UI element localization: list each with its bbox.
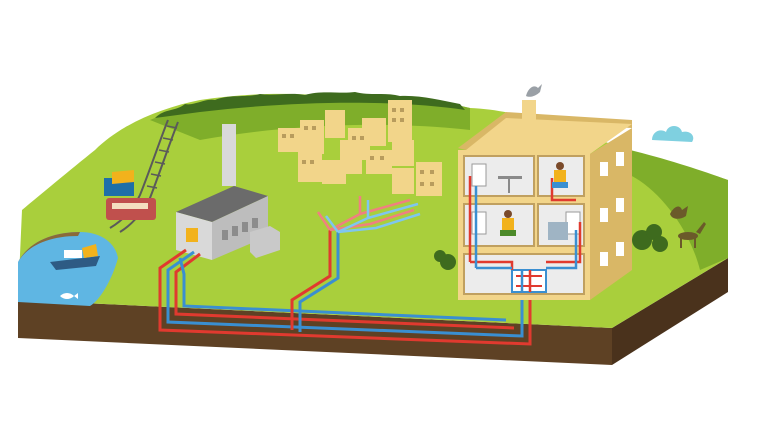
tree-icon xyxy=(434,224,668,270)
railway xyxy=(104,119,179,233)
house-cutaway-icon xyxy=(458,84,632,300)
plant-roof xyxy=(176,186,268,222)
house-chimney xyxy=(522,100,536,140)
return-branch xyxy=(298,232,340,332)
cloud-icon xyxy=(652,126,694,142)
harbor xyxy=(18,232,118,306)
return-pipe-inner xyxy=(178,257,507,322)
furniture xyxy=(498,176,568,240)
deer-icon xyxy=(670,206,706,248)
plant-annex xyxy=(250,226,280,258)
plant-windows xyxy=(222,218,258,240)
district-pipes xyxy=(158,230,532,346)
rail-sleepers xyxy=(146,125,178,189)
return-pipe-main xyxy=(166,250,524,338)
house-windows-side xyxy=(600,152,624,266)
house-roof xyxy=(458,112,632,150)
ship-hull xyxy=(50,256,100,270)
chimney-icon xyxy=(222,124,236,186)
soil-side xyxy=(612,258,728,365)
supply-pipe-main xyxy=(158,248,532,346)
ship-deck xyxy=(64,250,82,258)
house-roof-top xyxy=(466,118,632,154)
ship-icon xyxy=(50,244,100,270)
bird-icon xyxy=(526,84,542,97)
rail-track-icon xyxy=(109,119,169,229)
house-pipes xyxy=(468,176,582,292)
ship-cargo xyxy=(82,244,98,258)
power-plant-icon xyxy=(176,124,280,260)
person-icon xyxy=(500,162,568,236)
hot-pipe-surface xyxy=(316,196,415,232)
tree-line xyxy=(155,92,465,118)
apartment-windows xyxy=(282,108,434,186)
water-edge xyxy=(18,232,80,262)
fish-icon xyxy=(60,293,78,299)
cold-pipe-surface xyxy=(325,200,421,234)
house-side xyxy=(590,128,632,300)
surface-pipes xyxy=(316,196,421,234)
train-cargo xyxy=(112,170,134,184)
plant-side xyxy=(212,196,268,260)
train-icon xyxy=(104,170,156,220)
plant-door xyxy=(186,228,198,242)
supply-branch xyxy=(290,230,332,330)
supply-pipe-inner xyxy=(174,252,515,330)
train-windows xyxy=(112,203,148,209)
